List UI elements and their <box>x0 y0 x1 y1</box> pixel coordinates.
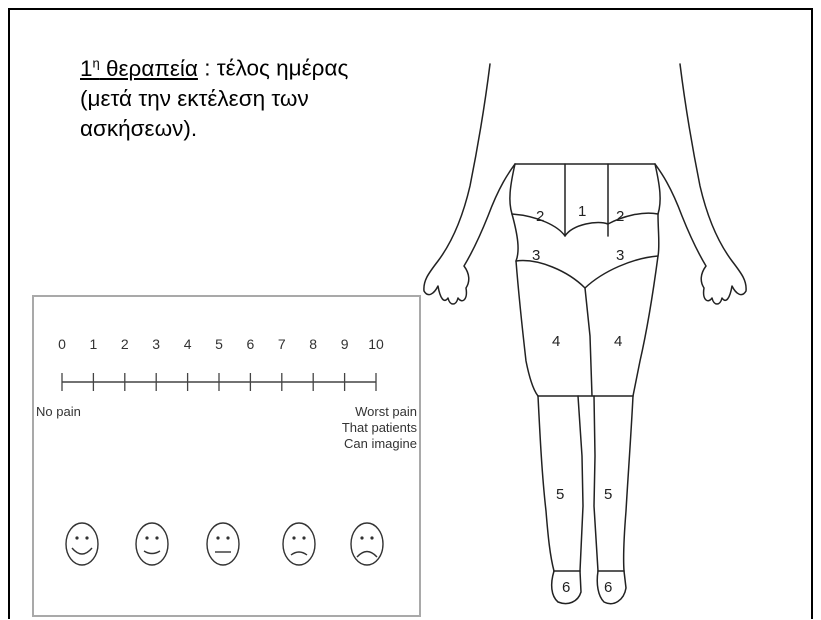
heading-line-1: 1η θεραπεία : τέλος ημέρας <box>80 48 348 84</box>
pain-scale-panel: 0 1 2 3 4 5 6 7 8 9 10 No pain Worst pain That pat… <box>32 295 421 617</box>
scale-number-0: 0 <box>58 336 66 352</box>
region-3-left-label: 3 <box>532 247 540 264</box>
region-5-right-label: 5 <box>604 486 612 503</box>
faces-row <box>66 523 383 565</box>
scale-number-5: 5 <box>215 336 223 352</box>
scale-number-4: 4 <box>184 336 192 352</box>
left-outer-leg <box>538 396 554 571</box>
frame-top-border <box>8 8 813 10</box>
region-2-left-label: 2 <box>536 208 544 225</box>
right-inner-leg <box>594 396 598 571</box>
worst-pain-label-line-3: Can imagine <box>344 436 417 451</box>
face-frown <box>283 523 315 565</box>
left-arm-outline <box>424 64 515 304</box>
heading-line-3: ασκήσεων). <box>80 114 348 144</box>
right-outer-thigh <box>633 256 658 396</box>
region-6-right-label: 6 <box>604 579 612 596</box>
scale-number-3: 3 <box>152 336 160 352</box>
scale-number-10: 10 <box>368 336 384 352</box>
scale-number-9: 9 <box>341 336 349 352</box>
heading-line-2: (μετά την εκτέλεση των <box>80 84 348 114</box>
region-3-right-label: 3 <box>616 247 624 264</box>
face-smile-big <box>66 523 98 565</box>
region-1-label: 1 <box>578 203 586 220</box>
left-outer-thigh <box>516 261 538 396</box>
inner-thigh-line <box>585 288 592 396</box>
left-inner-leg <box>578 396 583 571</box>
frame-left-border <box>8 8 10 619</box>
therapy-number: 1η θεραπεία <box>80 56 198 81</box>
worst-pain-label-line-2: That patients <box>342 420 418 435</box>
right-outer-leg <box>624 396 633 571</box>
region-4-right-label: 4 <box>614 333 622 350</box>
body-chart: 1 2 2 3 3 4 4 5 5 6 6 <box>418 36 758 611</box>
region-2-right-label: 2 <box>616 208 624 225</box>
face-smile <box>136 523 168 565</box>
region-6-left-label: 6 <box>562 579 570 596</box>
right-arm-outline <box>655 64 746 304</box>
face-frown-big <box>351 523 383 565</box>
frame-right-border <box>811 8 813 619</box>
scale-number-6: 6 <box>247 336 255 352</box>
scale-number-1: 1 <box>90 336 98 352</box>
therapy-heading: 1η θεραπεία : τέλος ημέρας (μετά την εκτ… <box>80 48 348 144</box>
worst-pain-label-line-1: Worst pain <box>355 404 417 419</box>
face-neutral <box>207 523 239 565</box>
scale-numbers: 0 1 2 3 4 5 6 7 8 9 10 <box>58 336 384 352</box>
pain-scale-svg: 0 1 2 3 4 5 6 7 8 9 10 No pain Worst pain That pat… <box>34 297 419 615</box>
heading-end-of-day: τέλος ημέρας <box>217 56 349 81</box>
region-4-left-label: 4 <box>552 333 560 350</box>
scale-number-2: 2 <box>121 336 129 352</box>
region-5-left-label: 5 <box>556 486 564 503</box>
scale-number-7: 7 <box>278 336 286 352</box>
heading-separator: : <box>198 56 217 81</box>
no-pain-label: No pain <box>36 404 81 419</box>
scale-number-8: 8 <box>309 336 317 352</box>
